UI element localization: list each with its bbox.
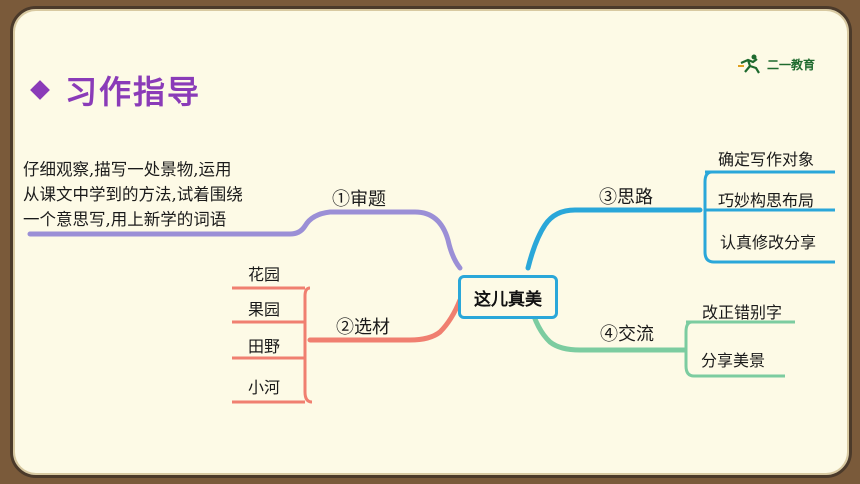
chalkboard: 习作指导 二一教育 bbox=[10, 6, 852, 478]
branch1-desc-line: 一个意思写,用上新学的词语 bbox=[23, 210, 227, 229]
mindmap-center-node: 这儿真美 bbox=[458, 275, 558, 319]
branch3-item: 巧妙构思布局 bbox=[718, 191, 815, 210]
branch1-label: ①审题 bbox=[332, 189, 386, 210]
branch3-item: 确定写作对象 bbox=[718, 150, 815, 169]
branch4-item: 分享美景 bbox=[701, 351, 766, 370]
branch3-label: ③思路 bbox=[599, 187, 653, 208]
branch1-desc-line: 从课文中学到的方法,试着围绕 bbox=[23, 185, 243, 204]
branch2-item: 花园 bbox=[248, 265, 281, 284]
branch2-label: ②选材 bbox=[336, 317, 390, 338]
branch3-item: 认真修改分享 bbox=[720, 233, 817, 252]
branch2-item: 果园 bbox=[248, 300, 281, 319]
branch2-item: 小河 bbox=[248, 378, 281, 397]
branch1-connector bbox=[27, 209, 463, 271]
runner-icon bbox=[737, 54, 760, 74]
mindmap-connectors bbox=[27, 170, 835, 404]
branch1-description: 仔细观察,描写一处景物,运用 从课文中学到的方法,试着围绕 一个意思写,用上新学… bbox=[23, 157, 243, 232]
page-title-text: 习作指导 bbox=[65, 73, 202, 111]
branch2-bracket bbox=[303, 286, 313, 404]
page-title: 习作指导 bbox=[30, 67, 202, 113]
branch2-item: 田野 bbox=[248, 337, 281, 356]
branch4-label: ④交流 bbox=[600, 324, 654, 345]
branch3-connector bbox=[525, 207, 703, 271]
branch3-bracket bbox=[703, 170, 715, 264]
branch1-desc-line: 仔细观察,描写一处景物,运用 bbox=[23, 160, 232, 179]
branch4-item: 改正错别字 bbox=[702, 303, 783, 322]
branch4-bracket bbox=[684, 320, 695, 378]
branch2-connector bbox=[307, 297, 463, 343]
brand-logo: 二一教育 bbox=[737, 54, 815, 74]
brand-name: 二一教育 bbox=[766, 57, 815, 72]
